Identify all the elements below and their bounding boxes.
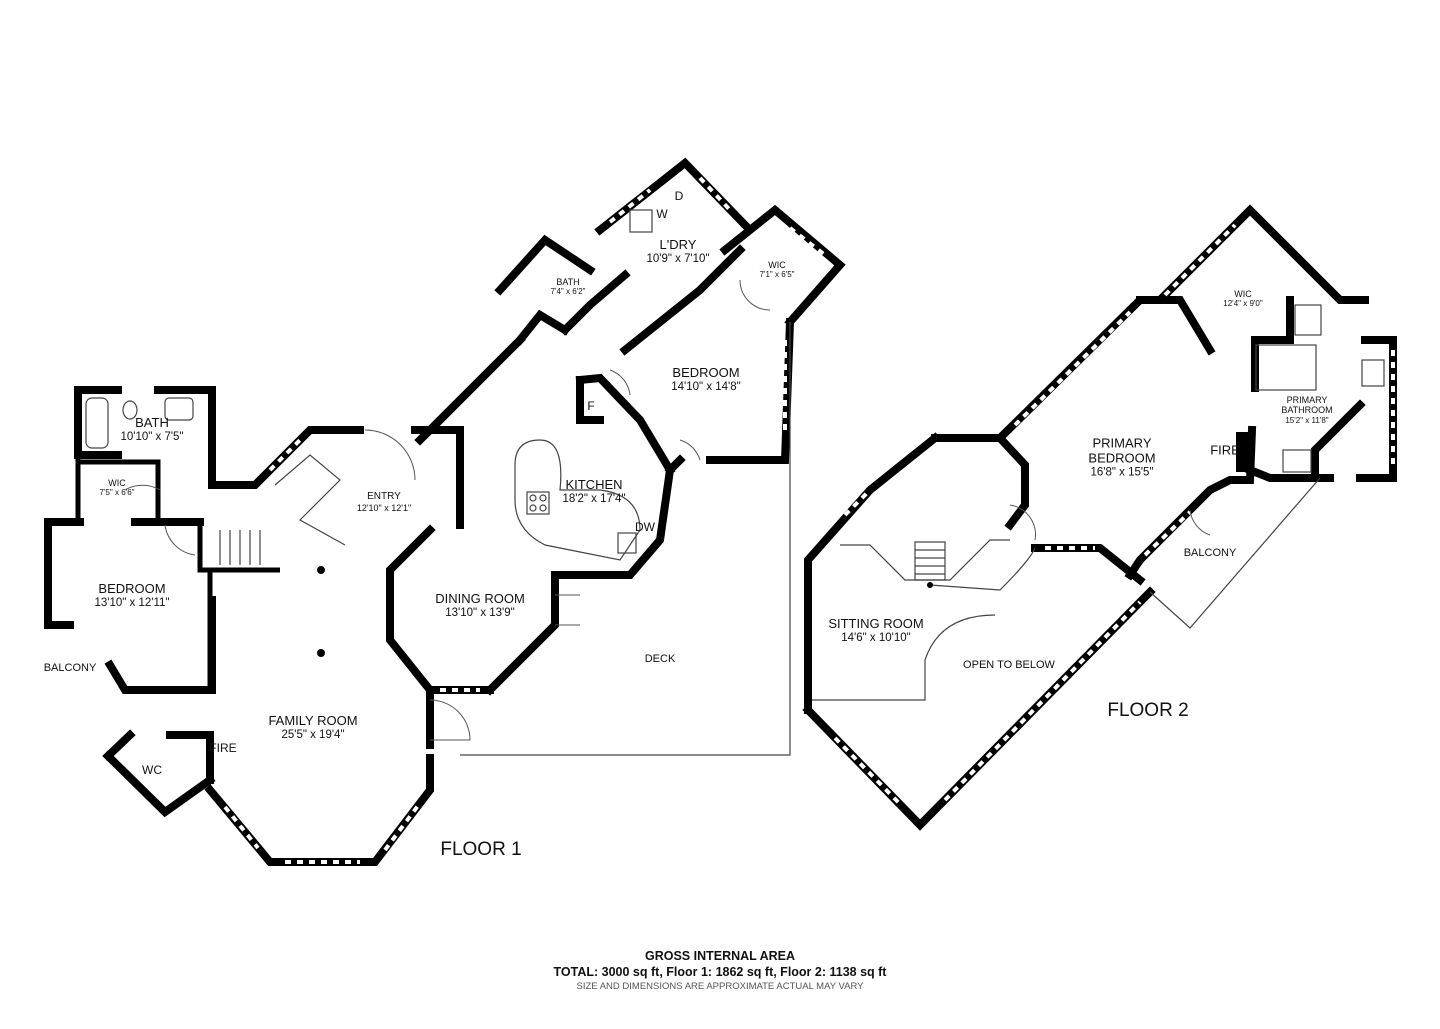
room-label-wic3: WIC 12'4" x 9'0" <box>1223 289 1263 309</box>
bedroom2-door-swing <box>609 369 631 396</box>
open-to-below-edge <box>812 547 1036 701</box>
floor2-title: FLOOR 2 <box>1107 700 1189 721</box>
floor1-fixtures <box>85 209 771 741</box>
column-marker <box>317 649 325 657</box>
balcony-label-floor2: BALCONY <box>1183 547 1237 559</box>
open-to-below-label: OPEN TO BELOW <box>963 659 1055 671</box>
room-label-bath2: BATH 7'4" x 6'2" <box>550 277 586 297</box>
bathtub-icon <box>85 397 109 449</box>
sink-icon <box>1361 359 1385 387</box>
dryer-label: D <box>674 189 684 203</box>
kitchen-counter-island <box>514 439 641 561</box>
toilet-icon <box>1294 304 1322 336</box>
room-label-sitting: SITTING ROOM 14'6" x 10'10" <box>828 615 924 644</box>
floor1-walls <box>44 157 846 866</box>
area-heading: GROSS INTERNAL AREA <box>644 949 795 963</box>
deck-label: DECK <box>644 653 676 665</box>
sliding-door <box>555 594 580 626</box>
wic-door-swing <box>124 484 161 491</box>
room-label-entry: ENTRY 12'10" x 12'1" <box>356 491 412 513</box>
floor2-walls <box>802 204 1397 831</box>
room-label-primary-bath: PRIMARY BATHROOM 15'2" x 11'8" <box>1281 395 1333 425</box>
balcony-label-floor1: BALCONY <box>43 662 97 674</box>
area-summary: GROSS INTERNAL AREA TOTAL: 3000 sq ft, F… <box>0 948 1440 993</box>
deck-door-swing <box>429 699 471 741</box>
kitchen-sink-icon <box>617 532 637 554</box>
primary-door-swing <box>1009 504 1036 541</box>
entry-door-swing <box>364 429 416 481</box>
bedroom2-exit-door <box>679 439 701 461</box>
room-label-bedroom2: BEDROOM 14'10" x 14'8" <box>671 364 741 393</box>
fire-label-floor2: FIRE <box>1210 442 1240 458</box>
floor2-fixtures <box>812 304 1385 701</box>
washer-label: W <box>656 207 668 221</box>
room-label-bath1: BATH 10'10" x 7'5" <box>120 414 184 443</box>
area-disclaimer: SIZE AND DIMENSIONS ARE APPROXIMATE ACTU… <box>576 980 864 992</box>
floor2-stairs <box>914 541 946 581</box>
sink-icon <box>1282 449 1312 473</box>
room-label-dining: DINING ROOM 13'10" x 13'9" <box>435 590 525 619</box>
entry-stairs <box>219 454 346 565</box>
stove-icon <box>526 491 550 515</box>
dishwasher-label: DW <box>635 520 655 534</box>
wc-label: WC <box>142 763 162 777</box>
washer-icon <box>629 209 653 233</box>
room-label-kitchen: KITCHEN 18'2" x 17'4" <box>562 476 626 505</box>
sink-icon <box>164 397 194 421</box>
fire-label-floor1: FIRE <box>209 741 237 755</box>
room-label-laundry: L'DRY 10'9" x 7'10" <box>646 236 710 265</box>
room-label-primary-bedroom: PRIMARY BEDROOM 16'8" x 15'5" <box>1088 435 1156 479</box>
shower-icon <box>1255 344 1317 391</box>
room-label-wic2: WIC 7'1" x 6'5" <box>759 260 795 280</box>
column-marker <box>317 566 325 574</box>
room-label-wic1: WIC 7'5" x 6'6" <box>99 478 135 498</box>
room-label-family: FAMILY ROOM 25'5" x 19'4" <box>268 712 358 741</box>
toilet-icon <box>122 400 138 420</box>
bedroom-door-swing <box>164 524 196 556</box>
balcony-door-swing <box>1189 509 1211 536</box>
room-label-bedroom1: BEDROOM 13'10" x 12'11" <box>94 580 170 609</box>
fridge-label: F <box>587 399 595 413</box>
fireplace-icon <box>1236 432 1250 472</box>
area-totals: TOTAL: 3000 sq ft, Floor 1: 1862 sq ft, … <box>553 965 887 980</box>
floor1-title: FLOOR 1 <box>440 839 522 860</box>
column-marker <box>927 582 933 588</box>
wic2-door-swing <box>739 279 771 311</box>
